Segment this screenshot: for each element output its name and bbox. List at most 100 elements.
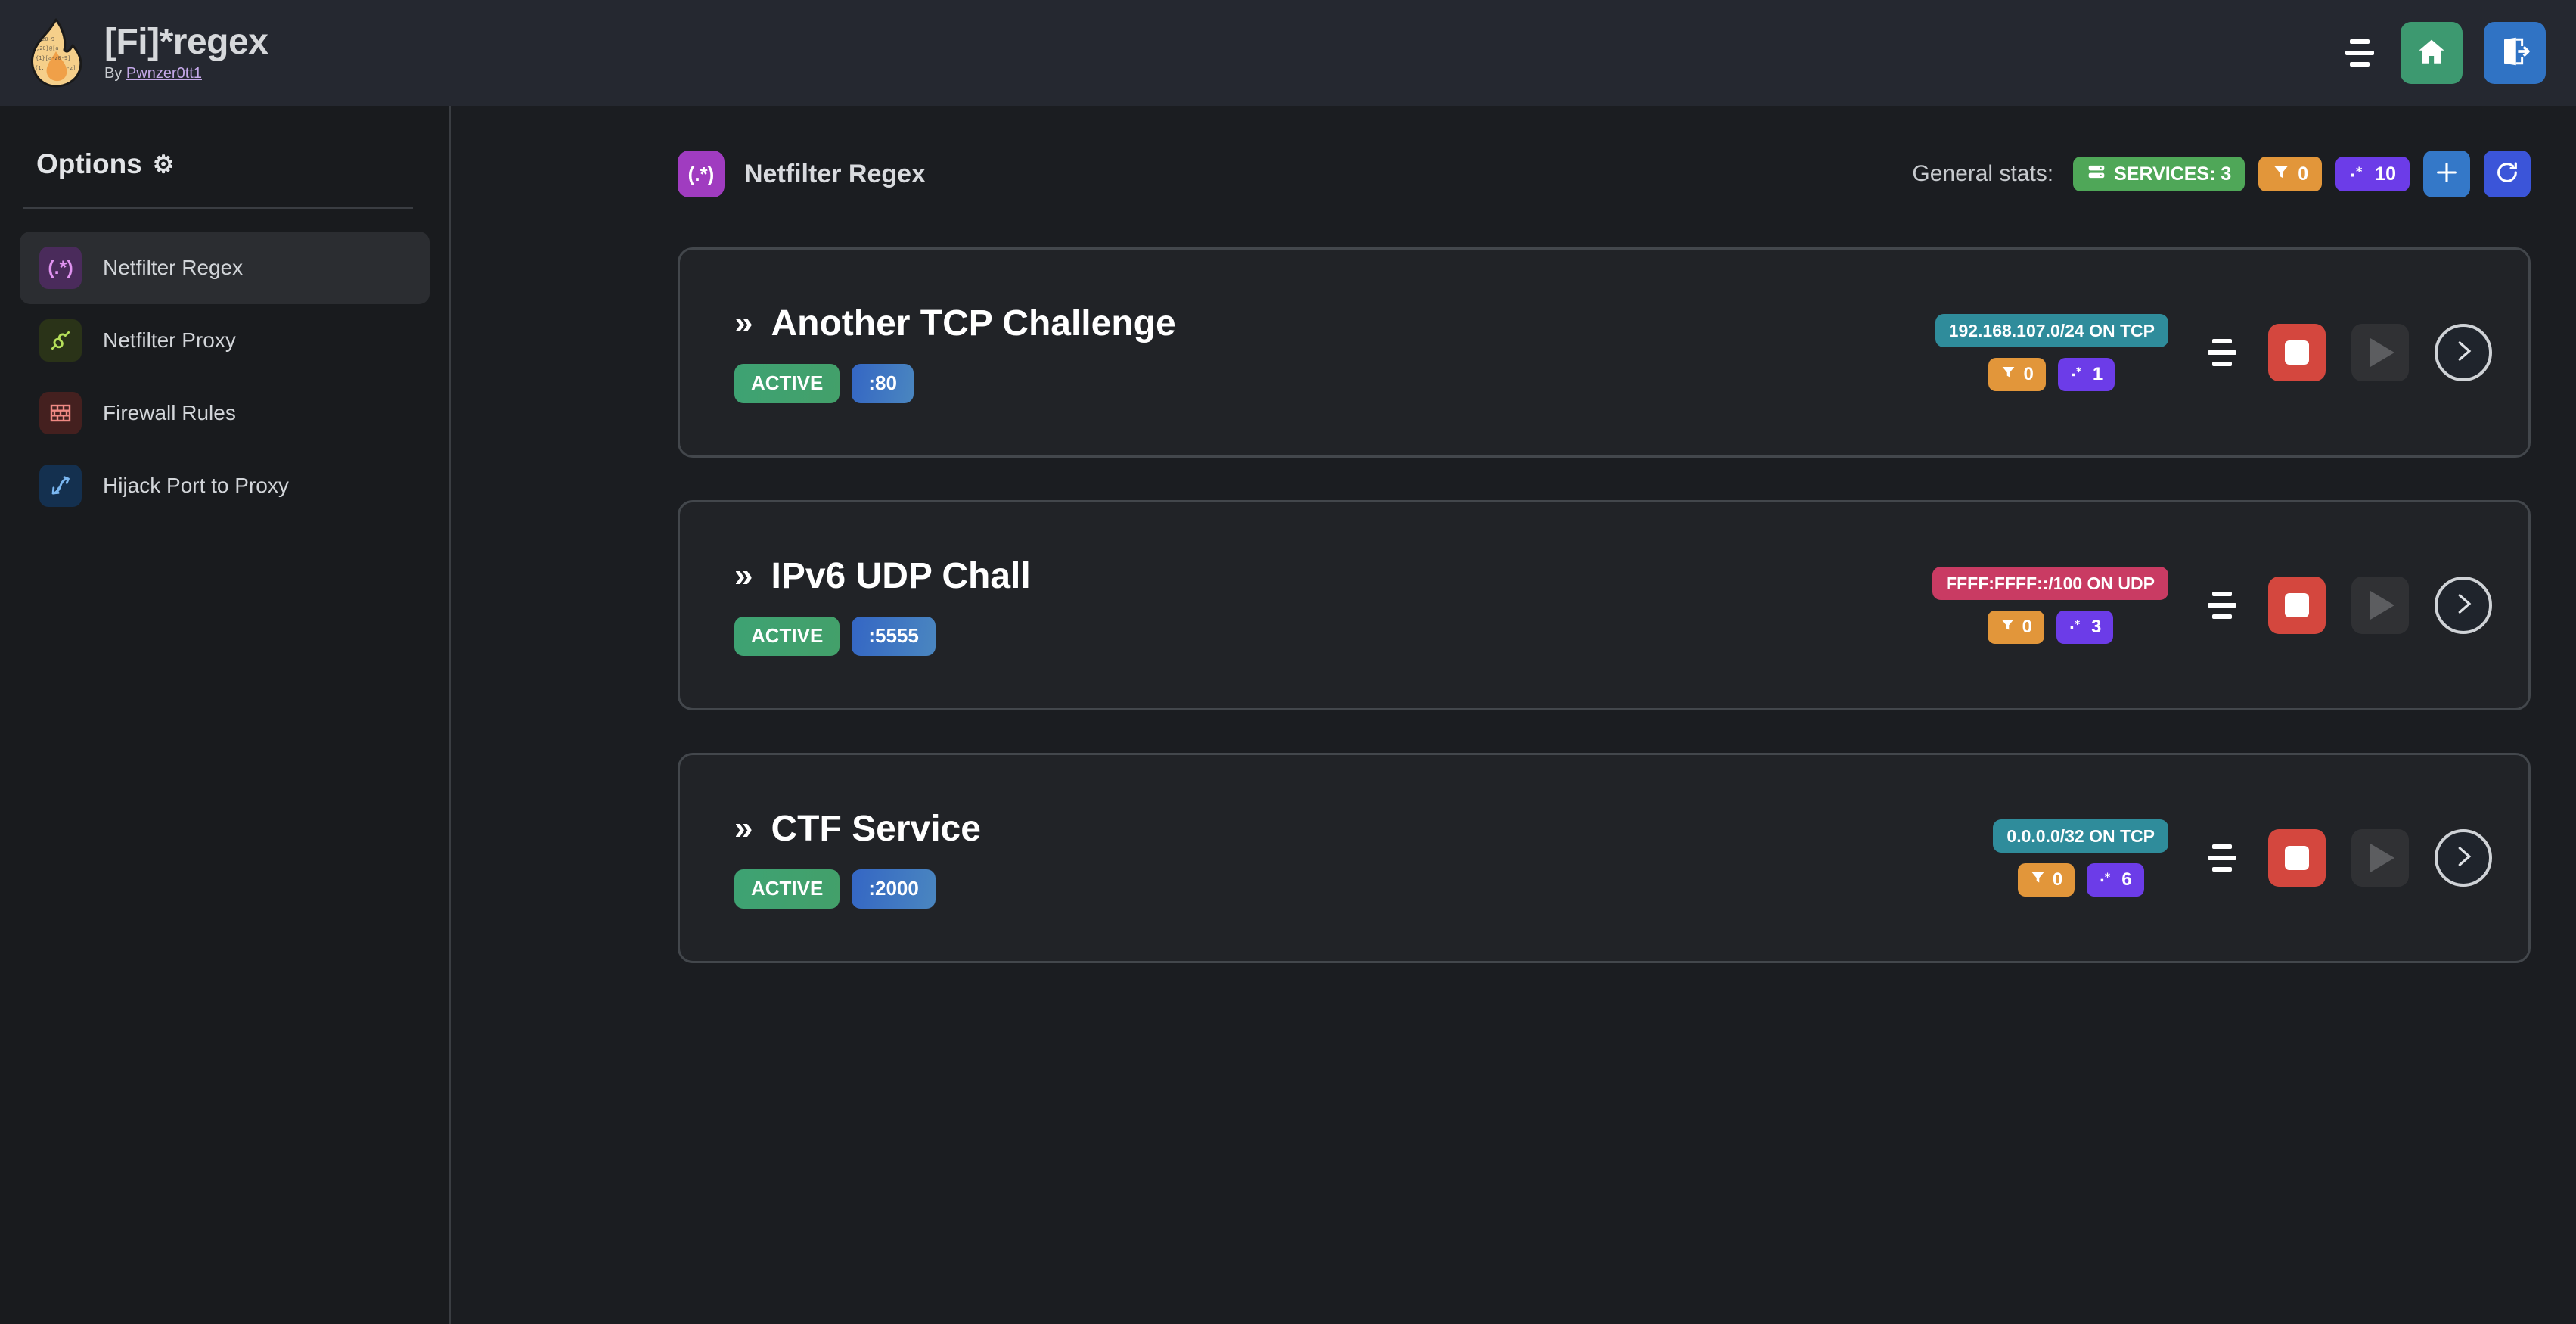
service-badges: ACTIVE :80 — [734, 363, 1176, 403]
service-right: 0.0.0.0/32 ON TCP 0 — [1993, 819, 2492, 897]
flame-regex-logo: -z0-9 ,20}@[a {1}[a-z0-9] {1, -z] — [26, 18, 85, 88]
filter-icon — [2000, 364, 2016, 385]
regex-dot-star-icon: * — [2069, 617, 2084, 638]
svg-text:{1,: {1, — [35, 65, 45, 71]
svg-text:-z]: -z] — [67, 65, 76, 71]
network-badge: 192.168.107.0/24 ON TCP — [1935, 314, 2168, 347]
general-stats: General stats: SERVICES: 3 — [1912, 151, 2531, 197]
service-filters-badge: 0 — [1987, 611, 2044, 644]
gear-icon: ⚙ — [152, 151, 175, 178]
home-icon — [2416, 36, 2447, 71]
sidebar-item-netfilter-regex[interactable]: (.*) Netfilter Regex — [20, 232, 430, 304]
stop-icon — [2285, 593, 2309, 617]
double-chevron-icon: » — [734, 810, 753, 847]
sidebar-item-firewall-rules[interactable]: Firewall Rules — [20, 377, 430, 449]
sidebar-item-label: Hijack Port to Proxy — [103, 474, 289, 497]
fork-arrow-icon — [39, 465, 82, 507]
main-header: (.*) Netfilter Regex General stats: SERV… — [678, 140, 2531, 208]
sidebar-title: Options ⚙ — [36, 148, 449, 180]
service-regexes-count: 6 — [2121, 869, 2132, 890]
network-badge: FFFF:FFFF::/100 ON UDP — [1932, 567, 2168, 600]
logout-button[interactable] — [2484, 22, 2546, 84]
plug-icon — [39, 319, 82, 362]
service-network-info: 0.0.0.0/32 ON TCP 0 — [1993, 819, 2168, 897]
page-title: Netfilter Regex — [744, 159, 926, 188]
sidebar-item-netfilter-proxy[interactable]: Netfilter Proxy — [20, 304, 430, 377]
stop-button[interactable] — [2268, 324, 2326, 381]
svg-text:*: * — [2076, 366, 2082, 378]
play-button[interactable] — [2351, 577, 2409, 634]
general-stats-label: General stats: — [1912, 161, 2054, 186]
network-counters: 0 * 6 — [2017, 863, 2144, 897]
svg-text:*: * — [2356, 164, 2363, 179]
refresh-button[interactable] — [2484, 151, 2531, 197]
play-icon — [2370, 844, 2394, 872]
refresh-icon — [2494, 160, 2520, 189]
status-badge: ACTIVE — [734, 869, 840, 909]
port-badge: :2000 — [852, 869, 936, 909]
regex-dot-star-icon: * — [2349, 163, 2367, 186]
filter-icon — [2000, 617, 2016, 638]
service-card[interactable]: » IPv6 UDP Chall ACTIVE :5555 FFFF:FFFF:… — [678, 500, 2531, 710]
play-button[interactable] — [2351, 324, 2409, 381]
service-menu-icon[interactable] — [2202, 840, 2242, 876]
sidebar-divider — [23, 207, 413, 209]
service-network-info: 192.168.107.0/24 ON TCP 0 — [1935, 314, 2168, 391]
service-list: » Another TCP Challenge ACTIVE :80 192.1… — [678, 247, 2531, 963]
stop-button[interactable] — [2268, 577, 2326, 634]
service-actions — [2202, 577, 2492, 634]
hamburger-menu-icon[interactable] — [2340, 36, 2379, 70]
svg-text:-z0-9: -z0-9 — [39, 36, 54, 42]
author-link[interactable]: Pwnzer0tt1 — [126, 65, 202, 82]
double-chevron-icon: » — [734, 304, 753, 341]
service-regexes-count: 3 — [2091, 617, 2102, 637]
status-badge: ACTIVE — [734, 363, 840, 403]
stat-filters-count: 0 — [2298, 163, 2309, 185]
page-regex-icon-glyph: (.*) — [687, 162, 715, 185]
service-card[interactable]: » Another TCP Challenge ACTIVE :80 192.1… — [678, 247, 2531, 458]
service-card[interactable]: » CTF Service ACTIVE :2000 0.0.0.0/32 ON… — [678, 753, 2531, 963]
service-right: FFFF:FFFF::/100 ON UDP 0 — [1932, 567, 2492, 644]
network-badge: 0.0.0.0/32 ON TCP — [1993, 819, 2168, 853]
open-service-button[interactable] — [2435, 324, 2492, 381]
service-name: CTF Service — [771, 808, 981, 849]
service-name: Another TCP Challenge — [771, 303, 1176, 343]
server-icon — [2087, 162, 2106, 187]
brick-wall-icon — [39, 392, 82, 434]
service-menu-icon[interactable] — [2202, 587, 2242, 623]
stop-button[interactable] — [2268, 829, 2326, 887]
plus-icon — [2434, 160, 2460, 189]
logout-icon — [2499, 36, 2531, 71]
network-counters: 0 * 3 — [1987, 611, 2114, 644]
stop-icon — [2285, 846, 2309, 870]
sidebar-title-label: Options — [36, 148, 142, 179]
regex-dot-star-icon: * — [2070, 364, 2086, 385]
service-filters-badge: 0 — [1988, 358, 2046, 391]
top-bar-actions — [2340, 22, 2546, 84]
sidebar-item-label: Firewall Rules — [103, 401, 236, 424]
sidebar-item-label: Netfilter Regex — [103, 256, 244, 279]
sidebar-item-hijack-port-to-proxy[interactable]: Hijack Port to Proxy — [20, 449, 430, 522]
service-network-info: FFFF:FFFF::/100 ON UDP 0 — [1932, 567, 2168, 644]
home-button[interactable] — [2401, 22, 2463, 84]
service-title: » IPv6 UDP Chall — [734, 555, 1031, 597]
double-chevron-icon: » — [734, 557, 753, 594]
sidebar-item-label: Netfilter Proxy — [103, 328, 236, 352]
open-service-button[interactable] — [2435, 577, 2492, 634]
status-badge: ACTIVE — [734, 616, 840, 656]
service-regexes-badge: * 1 — [2057, 358, 2115, 391]
page-regex-icon: (.*) — [678, 151, 725, 197]
add-service-button[interactable] — [2423, 151, 2470, 197]
service-info: » CTF Service ACTIVE :2000 — [734, 808, 981, 909]
service-name: IPv6 UDP Chall — [771, 555, 1031, 596]
chevron-right-icon — [2449, 337, 2478, 369]
filter-icon — [2272, 163, 2290, 186]
play-button[interactable] — [2351, 829, 2409, 887]
network-counters: 0 * 1 — [1988, 358, 2115, 391]
stat-regexes-badge: * 10 — [2335, 157, 2410, 191]
service-menu-icon[interactable] — [2202, 334, 2242, 371]
brand: -z0-9 ,20}@[a {1}[a-z0-9] {1, -z] [Fi]*r… — [26, 18, 268, 88]
filter-icon — [2030, 869, 2046, 890]
stop-icon — [2285, 340, 2309, 365]
open-service-button[interactable] — [2435, 829, 2492, 887]
